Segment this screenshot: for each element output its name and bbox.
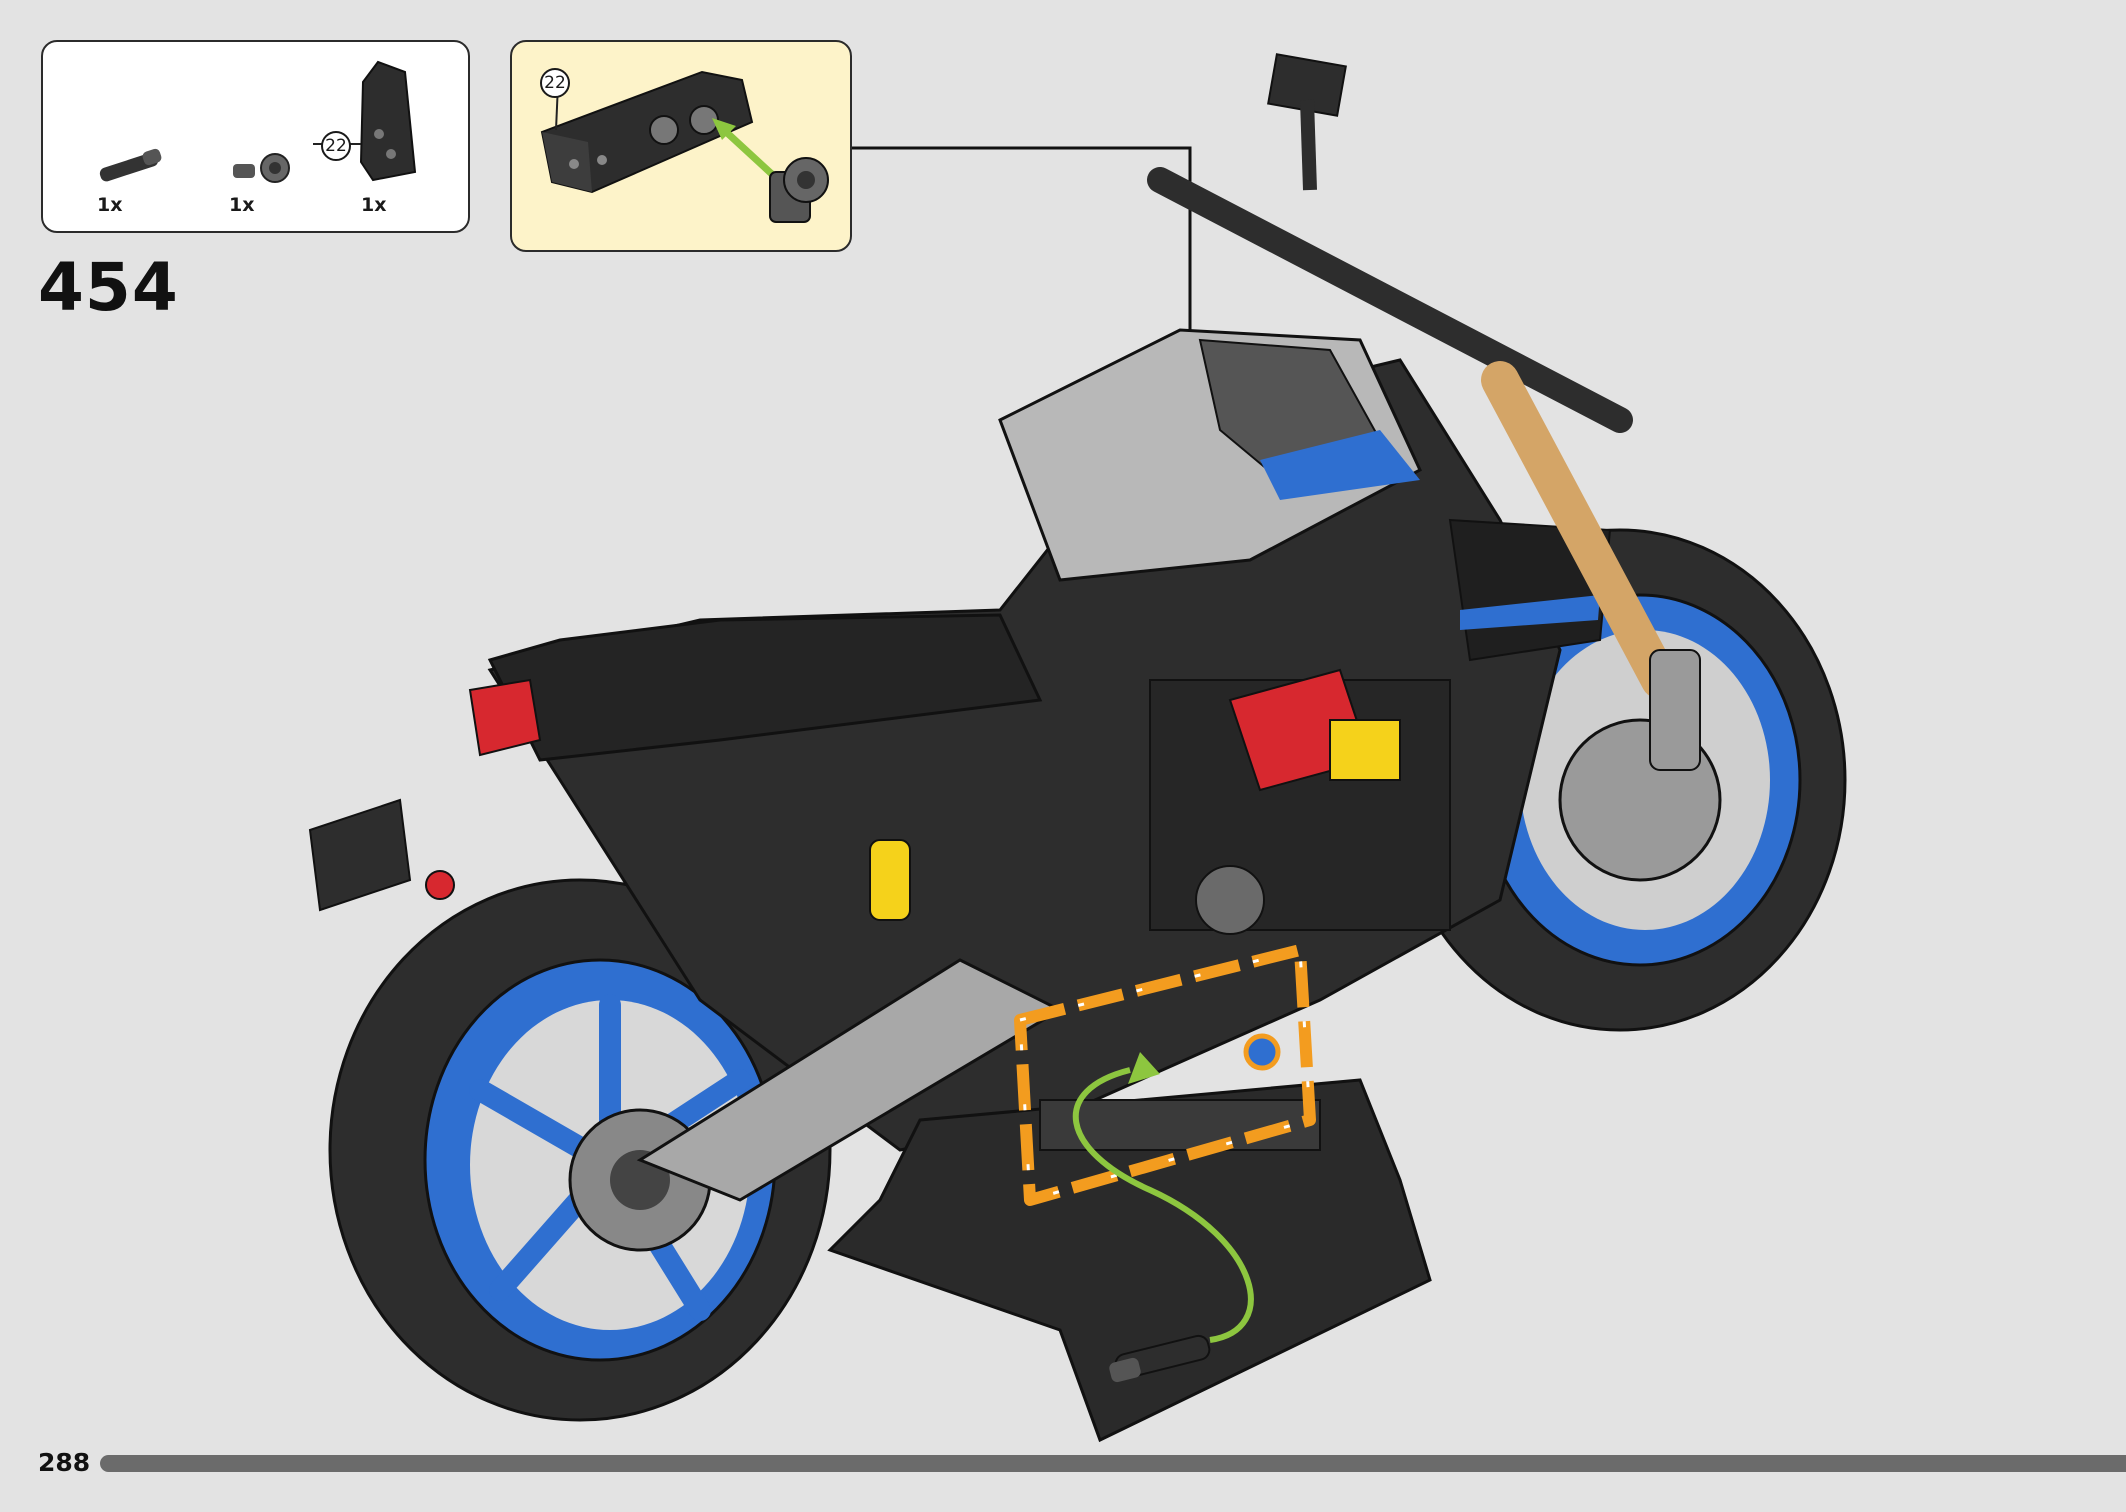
loose-axle-pin (1109, 1334, 1211, 1383)
page-number: 288 (38, 1448, 91, 1477)
display-stand (827, 1078, 1432, 1443)
panel-element-icon (313, 60, 417, 182)
engine (1149, 668, 1451, 935)
page-progress-bar (100, 1455, 2126, 1472)
axle-with-pin-icon (99, 148, 162, 182)
parts-list-box: 1x 1x 1x 22 (41, 40, 470, 233)
license-plate (308, 798, 455, 912)
parts-callout-badge: 22 (321, 131, 351, 161)
seat (487, 613, 1043, 762)
sub-assembly-box: 22 (510, 40, 852, 252)
handlebar-fork (1147, 53, 1701, 771)
part-qty-1: 1x (97, 194, 123, 216)
axle-connector-icon (233, 153, 290, 183)
sub-assembly-callout-badge: 22 (540, 68, 570, 98)
part-qty-2: 1x (229, 194, 255, 216)
part-qty-3: 1x (361, 194, 387, 216)
sub-assembly-art (540, 70, 829, 223)
parts-list-art (99, 60, 417, 183)
step-number: 454 (38, 249, 179, 326)
insert-arrow (1072, 1067, 1254, 1343)
highlight-frame (1014, 944, 1316, 1206)
highlight-connector (1243, 1033, 1281, 1071)
tail-light (468, 678, 542, 757)
rear-shock (869, 839, 911, 921)
